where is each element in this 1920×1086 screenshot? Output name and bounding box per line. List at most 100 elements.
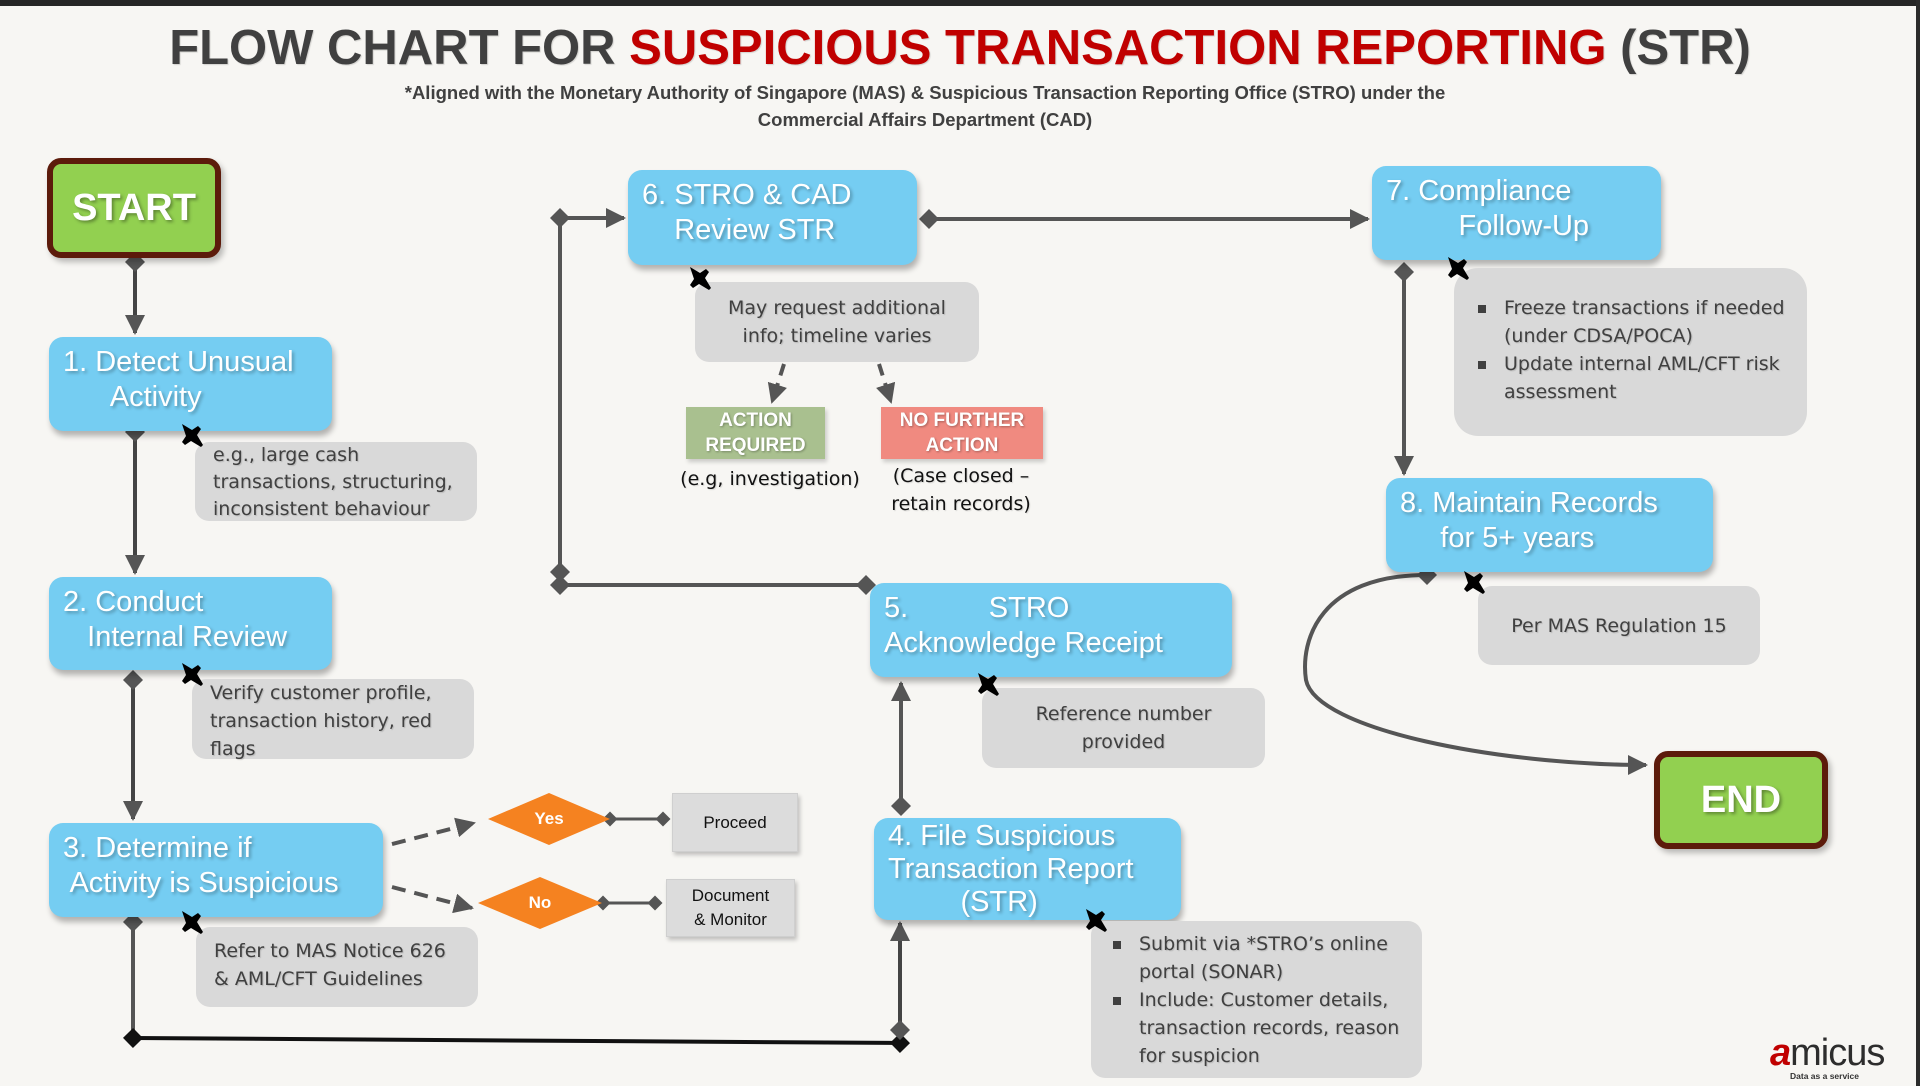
- connector-note6-to-action: [767, 363, 787, 404]
- decision-yes-label: Yes: [534, 809, 564, 828]
- subtitle-line-1: *Aligned with the Monetary Authority of …: [404, 82, 1446, 103]
- pushpin-icon: [690, 267, 711, 290]
- step-2-line-1: 2. Conduct: [63, 586, 204, 618]
- tag-action-required: ACTION REQUIRED: [686, 407, 825, 459]
- step-8-line-2: for 5+ years: [1400, 522, 1595, 554]
- logo-word: micus: [1790, 1032, 1885, 1074]
- step-7-note-bullet-2: Update internal AML/CFT risk assessment: [1476, 350, 1795, 406]
- decision-no: No: [478, 877, 602, 929]
- step-1-detect-unusual-activity: 1. Detect Unusual Activity: [49, 337, 332, 431]
- step-8-note: Per MAS Regulation 15: [1478, 586, 1760, 665]
- step-7-compliance-follow-up: 7. Compliance Follow-Up: [1372, 166, 1661, 260]
- step-4-note-bullet-2: Include: Customer details, transaction r…: [1111, 986, 1410, 1070]
- diamond-shape-icon: [488, 793, 610, 845]
- logo-tagline: Data as a service: [1790, 1071, 1859, 1081]
- step-3-determine-suspicious: 3. Determine if Activity is Suspicious: [49, 823, 383, 917]
- connector-bottom-horizontal: [123, 1028, 910, 1053]
- logo-wordmark: amicus: [1770, 1032, 1885, 1075]
- step-2-note-line-1: Verify customer profile,: [210, 682, 432, 704]
- top-border: [0, 0, 1920, 6]
- step-1-note: e.g., large cash transactions, structuri…: [195, 442, 477, 521]
- connector-note6-to-nofurther: [876, 363, 896, 404]
- end-terminal: END: [1654, 751, 1828, 849]
- pushpin-icon: [1464, 571, 1485, 594]
- title-prefix: FLOW CHART FOR: [169, 21, 616, 75]
- step-1-note-line-1: e.g., large cash: [213, 444, 360, 466]
- step-7-line-1: 7. Compliance: [1386, 175, 1572, 207]
- caption-action-required: (e.g, investigation): [680, 468, 860, 490]
- title-suffix: (STR): [1620, 21, 1751, 75]
- step-6-line-2: Review STR: [642, 214, 836, 246]
- step-3-note-line-2: & AML/CFT Guidelines: [214, 968, 423, 990]
- step-5-line-2: Acknowledge Receipt: [884, 627, 1163, 659]
- step-4-note-bullet-1: Submit via *STRO’s online portal (SONAR): [1111, 930, 1410, 986]
- step-5-line-1: 5. STRO: [884, 592, 1070, 624]
- pushpin-icon: [1448, 257, 1469, 280]
- pushpin-icon: [978, 673, 999, 696]
- decision-no-label: No: [528, 893, 552, 912]
- caption-no-further-line-2: retain records): [891, 493, 1031, 515]
- step-7-note-list: Freeze transactions if needed (under CDS…: [1476, 294, 1795, 406]
- step-3-note-line-1: Refer to MAS Notice 626: [214, 940, 446, 962]
- outcome-proceed: Proceed: [672, 793, 798, 852]
- step-7-note: Freeze transactions if needed (under CDS…: [1454, 268, 1807, 436]
- pushpin-icon: [1086, 909, 1107, 932]
- diamond-shape-icon: [478, 877, 602, 929]
- step-2-conduct-internal-review: 2. Conduct Internal Review: [49, 577, 332, 670]
- step-6-line-1: 6. STRO & CAD: [642, 179, 852, 211]
- tag-no-further-action: NO FURTHER ACTION: [881, 407, 1043, 459]
- amicus-logo: amicus Data as a service: [1762, 1032, 1912, 1081]
- tag-action-required-line-2: REQUIRED: [705, 435, 806, 456]
- step-3-note: Refer to MAS Notice 626 & AML/CFT Guidel…: [196, 927, 478, 1007]
- step-1-note-line-2: transactions, structuring,: [213, 471, 453, 493]
- step-8-line-1: 8. Maintain Records: [1400, 487, 1658, 519]
- tag-no-further-line-2: ACTION: [925, 435, 999, 456]
- step-1-line-2: Activity: [63, 381, 202, 413]
- pushpin-icon: [182, 663, 203, 686]
- outcome-document-line-2: & Monitor: [694, 910, 767, 929]
- start-terminal: START: [47, 158, 221, 258]
- step-3-line-2: Activity is Suspicious: [63, 867, 339, 899]
- pushpin-icon: [182, 424, 203, 447]
- subtitle: *Aligned with the Monetary Authority of …: [310, 79, 1540, 133]
- step-4-note: Submit via *STRO’s online portal (SONAR)…: [1091, 921, 1422, 1078]
- step-2-line-2: Internal Review: [63, 621, 288, 653]
- step-5-note: Reference number provided: [982, 688, 1265, 768]
- step-4-line-2: Transaction Report: [888, 853, 1134, 885]
- page-title: FLOW CHART FOR SUSPICIOUS TRANSACTION RE…: [0, 20, 1920, 76]
- logo-accent: a: [1770, 1032, 1791, 1074]
- step-7-line-2: Follow-Up: [1386, 210, 1590, 242]
- step-4-note-list: Submit via *STRO’s online portal (SONAR)…: [1111, 930, 1410, 1070]
- connector-step8-to-end: [1303, 565, 1648, 775]
- step-6-note: May request additional info; timeline va…: [695, 282, 979, 362]
- step-2-note-line-3: flags: [210, 738, 256, 760]
- step-5-note-line-1: Reference number: [1035, 703, 1212, 725]
- step-5-note-line-2: provided: [1081, 731, 1166, 753]
- step-1-line-1: 1. Detect Unusual: [63, 346, 294, 378]
- caption-no-further-line-1: (Case closed –: [892, 465, 1030, 487]
- step-6-note-line-1: May request additional: [728, 297, 946, 319]
- connector-step3-to-yes: [391, 817, 476, 846]
- connector-step3-to-no: [391, 885, 474, 914]
- step-4-line-1: 4. File Suspicious: [888, 820, 1116, 852]
- step-1-note-line-3: inconsistent behaviour: [213, 498, 430, 520]
- step-3-line-1: 3. Determine if: [63, 832, 252, 864]
- title-highlight: SUSPICIOUS TRANSACTION REPORTING: [629, 21, 1607, 75]
- pushpin-icon: [182, 911, 203, 934]
- step-7-note-bullet-1: Freeze transactions if needed (under CDS…: [1476, 294, 1795, 350]
- caption-no-further-action: (Case closed – retain records): [876, 462, 1046, 518]
- step-4-line-3: (STR): [888, 886, 1038, 918]
- step-4-file-str: 4. File Suspicious Transaction Report (S…: [874, 818, 1181, 920]
- step-2-note: Verify customer profile, transaction his…: [192, 679, 474, 760]
- subtitle-line-2: Commercial Affairs Department (CAD): [757, 109, 1093, 130]
- step-6-stro-cad-review: 6. STRO & CAD Review STR: [628, 170, 917, 265]
- step-8-maintain-records: 8. Maintain Records for 5+ years: [1386, 478, 1713, 572]
- outcome-document-monitor: Document & Monitor: [666, 879, 795, 937]
- outcome-document-line-1: Document: [691, 886, 770, 905]
- tag-action-required-line-1: ACTION: [719, 410, 792, 431]
- tag-no-further-line-1: NO FURTHER: [899, 410, 1025, 431]
- step-6-note-line-2: info; timeline varies: [742, 325, 932, 347]
- step-8-note-line-1: Per MAS Regulation 15: [1511, 614, 1727, 637]
- step-5-stro-acknowledge: 5. STRO Acknowledge Receipt: [870, 583, 1232, 677]
